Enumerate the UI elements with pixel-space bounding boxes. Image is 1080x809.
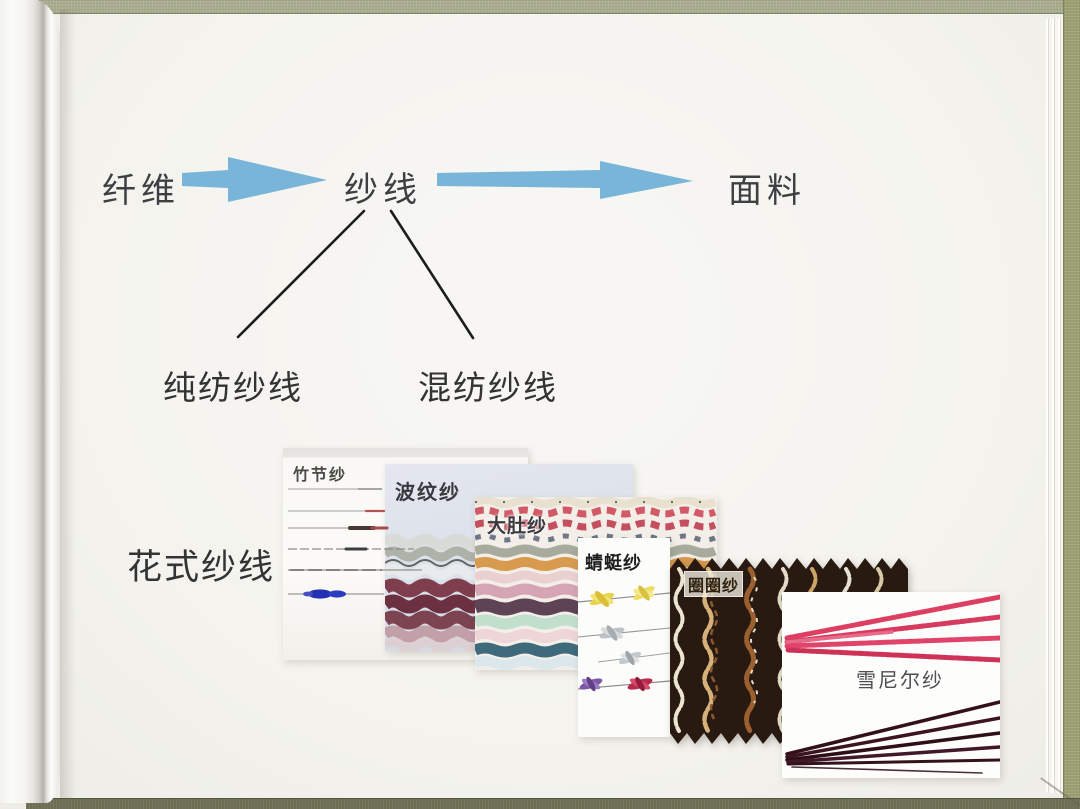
flow-arrow-yarn-to-fabric	[437, 161, 693, 199]
page-fore-edge	[1046, 18, 1066, 793]
flow-node-yarn: 纱线	[344, 172, 422, 209]
dragonfly-yarn-tufts	[578, 585, 670, 692]
book-cover-right-strip	[1063, 0, 1080, 809]
sample-label-big-belly-yarn: 大肚纱	[487, 516, 548, 537]
fancy-yarn-label: 花式纱线	[127, 548, 276, 587]
sample-label-dragonfly-yarn: 蜻蜓纱	[585, 553, 642, 573]
chenille-yarn-strands	[784, 594, 1000, 774]
sample-label-loop-yarn: 圈圈纱	[684, 571, 744, 597]
branch-lines	[236, 209, 475, 340]
sample-label-slub-yarn: 竹节纱	[293, 467, 348, 484]
book-cover-top-strip	[38, 0, 1080, 14]
sample-photo-chenille-yarn: 雪尼尔纱	[782, 592, 1000, 778]
book-cover-bottom-strip	[26, 798, 1080, 809]
slub-yarn-strands	[288, 488, 422, 599]
page-curl-shadow	[60, 10, 76, 800]
sample-photo-dragonfly-yarn: 蜻蜓纱	[578, 538, 670, 737]
sample-label-chenille-yarn: 雪尼尔纱	[856, 670, 944, 692]
sample-label-wave-yarn: 波纹纱	[395, 482, 461, 504]
flow-node-fiber: 纤维	[102, 173, 180, 210]
flow-arrow-fiber-to-yarn	[182, 157, 327, 202]
branch-label-blended-yarn: 混纺纱线	[418, 371, 558, 407]
page-curl-left	[0, 0, 60, 803]
flow-node-fabric: 面料	[728, 173, 806, 210]
branch-label-pure-spun-yarn: 纯纺纱线	[163, 371, 303, 407]
